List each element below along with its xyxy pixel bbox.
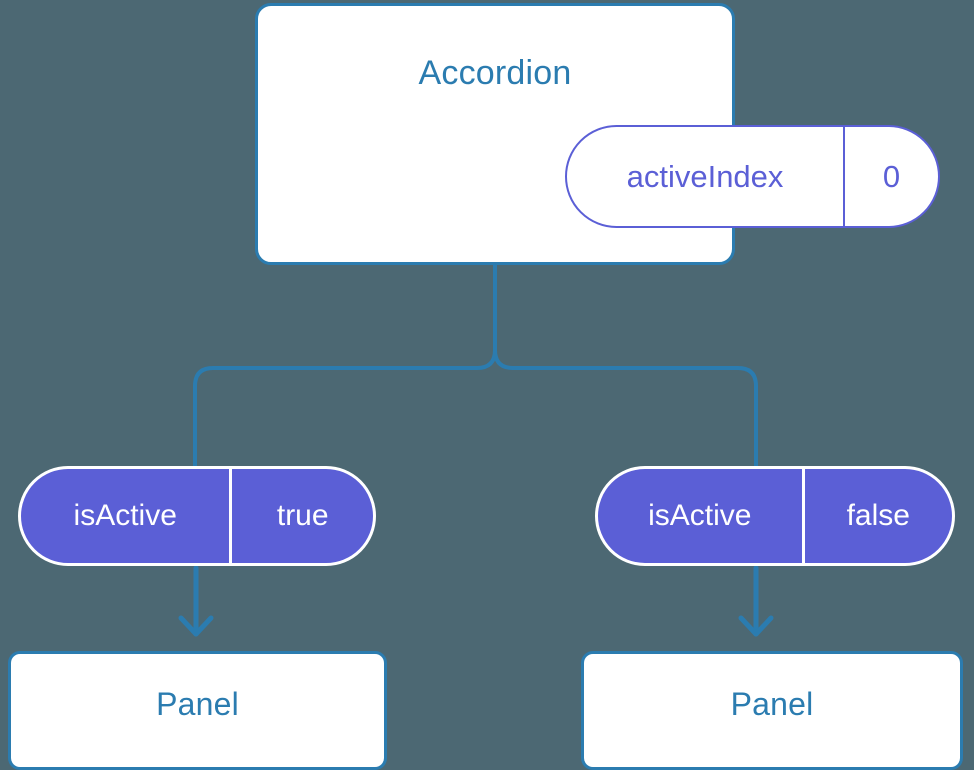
prop-badge-is-active-false[interactable]: isActive false (595, 466, 955, 566)
prop-badge-is-active-false-value: false (846, 499, 910, 532)
node-accordion[interactable]: Accordion activeIndex 0 (255, 3, 940, 265)
arrowhead-left-icon (178, 615, 214, 637)
prop-badge-is-active-false-key: isActive (598, 469, 805, 563)
node-panel-right-title: Panel (730, 686, 814, 722)
arrowhead-right-icon (738, 615, 774, 637)
prop-badge-is-active-true-key: isActive (21, 469, 233, 563)
node-panel-right[interactable]: Panel (581, 651, 963, 770)
prop-badge-is-active-true[interactable]: isActive true (18, 466, 376, 566)
prop-badge-active-index-value: 0 (882, 158, 901, 194)
node-panel-left[interactable]: Panel (8, 651, 387, 770)
prop-badge-active-index[interactable]: activeIndex 0 (565, 125, 940, 228)
node-accordion-title: Accordion (418, 54, 572, 92)
node-panel-left-title: Panel (156, 686, 239, 722)
prop-badge-is-active-true-value: true (276, 499, 329, 532)
prop-badge-active-index-key: activeIndex (567, 127, 846, 226)
edge-root-to-left-branch (193, 264, 497, 468)
edge-root-to-right-branch (493, 264, 758, 468)
